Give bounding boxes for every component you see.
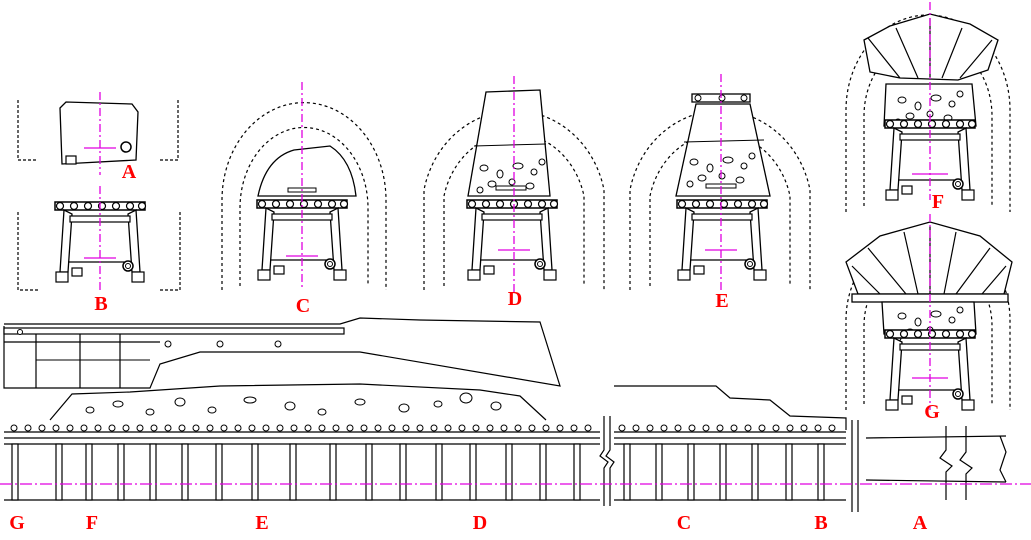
section-label-b: B xyxy=(94,293,108,315)
section-f xyxy=(845,2,1011,212)
section-label-f: F xyxy=(931,191,945,213)
long-label-a: A xyxy=(912,512,928,534)
section-label-c: C xyxy=(295,295,311,317)
longitudinal-section xyxy=(0,317,1031,512)
long-label-d: D xyxy=(472,512,488,534)
long-label-f: F xyxy=(85,512,99,534)
long-label-c: C xyxy=(676,512,692,534)
long-label-e: E xyxy=(255,512,269,534)
section-c xyxy=(221,82,387,290)
long-label-g: G xyxy=(9,512,25,534)
long-label-b: B xyxy=(814,512,828,534)
section-label-g: G xyxy=(924,401,940,423)
section-b xyxy=(17,186,181,292)
section-a xyxy=(17,92,179,175)
section-label-a: A xyxy=(121,161,137,183)
section-label-d: D xyxy=(507,288,523,310)
section-d xyxy=(423,76,605,292)
section-g xyxy=(845,214,1013,411)
section-label-e: E xyxy=(715,290,729,312)
section-e xyxy=(629,74,811,292)
